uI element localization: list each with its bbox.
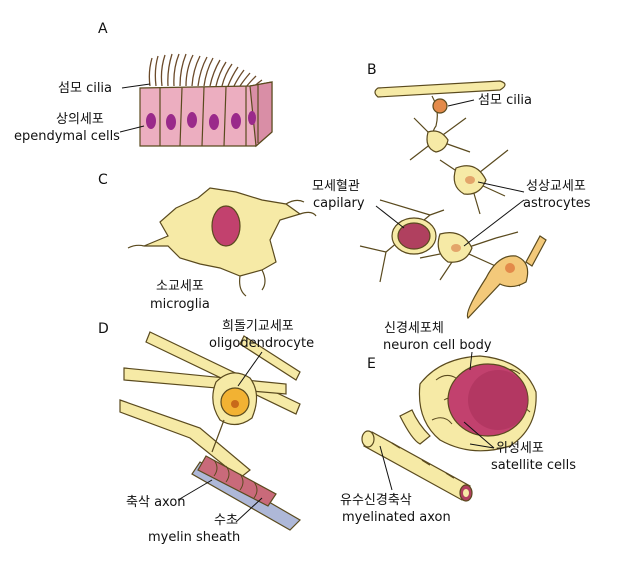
panel-b: B bbox=[312, 62, 591, 319]
leader-b-capillary bbox=[375, 205, 405, 229]
neuron-drawing bbox=[466, 235, 547, 319]
microglia-drawing bbox=[127, 187, 317, 297]
leader-d-axon bbox=[177, 479, 213, 501]
neuron-satellite-drawing bbox=[361, 355, 537, 502]
label-b-capillary-ko: 모세혈관 bbox=[312, 179, 360, 194]
label-e-myax-ko: 유수신경축삭 bbox=[340, 493, 412, 508]
leader-b-astro-2 bbox=[463, 199, 525, 247]
ependymal-cilia-drawing bbox=[148, 53, 263, 90]
leader-a-cilia bbox=[121, 83, 151, 89]
leader-a-cells bbox=[119, 125, 145, 133]
label-a-cilia: 섬모 cilia bbox=[58, 81, 112, 96]
ependymal-cell-block bbox=[139, 81, 273, 148]
label-b-cilia: 섬모 cilia bbox=[478, 93, 532, 108]
panel-a-letter: A bbox=[98, 21, 108, 37]
leader-e-sat-2 bbox=[469, 443, 495, 449]
leader-e-sat-1 bbox=[463, 421, 495, 449]
label-b-astro-ko: 성상교세포 bbox=[526, 179, 586, 194]
label-b-astro-en: astrocytes bbox=[523, 196, 591, 211]
panel-b-letter: B bbox=[367, 62, 377, 78]
panel-e-letter: E bbox=[367, 356, 376, 372]
label-d-sheath-en: myelin sheath bbox=[148, 530, 240, 545]
label-d-sheath-ko: 수초 bbox=[214, 513, 238, 528]
panel-d: D 희돌기교세포 oligodendrocyte bbox=[98, 319, 314, 545]
panel-e: E 신경세포체 neuron cell body 위성세포 satellite … bbox=[340, 321, 576, 525]
label-e-myax-en: myelinated axon bbox=[342, 510, 451, 525]
label-d-oligo-ko: 희돌기교세포 bbox=[222, 319, 294, 334]
leader-d-oligo bbox=[237, 351, 263, 387]
leader-b-astro-1 bbox=[477, 181, 525, 193]
panel-c-letter: C bbox=[98, 172, 108, 188]
astrocyte-drawing bbox=[359, 117, 521, 287]
panel-d-letter: D bbox=[98, 321, 109, 337]
label-c-micro-ko: 소교세포 bbox=[156, 279, 204, 294]
label-d-oligo-en: oligodendrocyte bbox=[209, 336, 314, 351]
oligodendrocyte-drawing bbox=[119, 331, 301, 531]
leader-e-myax bbox=[379, 445, 393, 491]
label-a-cells-ko: 상의세포 bbox=[56, 112, 104, 127]
label-e-sat-ko: 위성세포 bbox=[496, 441, 544, 456]
label-b-capillary-en: capilary bbox=[313, 196, 365, 211]
label-e-body-en: neuron cell body bbox=[383, 338, 492, 353]
leader-b-cilia bbox=[447, 99, 475, 107]
ependymal-surface-drawing bbox=[374, 80, 506, 98]
label-e-body-ko: 신경세포체 bbox=[384, 321, 444, 336]
leader-e-body bbox=[469, 351, 473, 371]
label-c-micro-en: microglia bbox=[150, 297, 210, 312]
panel-a: A bbox=[14, 21, 273, 148]
leader-d-sheath bbox=[235, 497, 263, 523]
label-e-sat-en: satellite cells bbox=[491, 458, 576, 473]
label-a-cells-en: ependymal cells bbox=[14, 129, 120, 144]
panel-c: C 소교세포 microglia bbox=[98, 172, 317, 312]
ependymal-nuclei bbox=[146, 111, 256, 130]
label-d-axon: 축삭 axon bbox=[126, 495, 186, 510]
